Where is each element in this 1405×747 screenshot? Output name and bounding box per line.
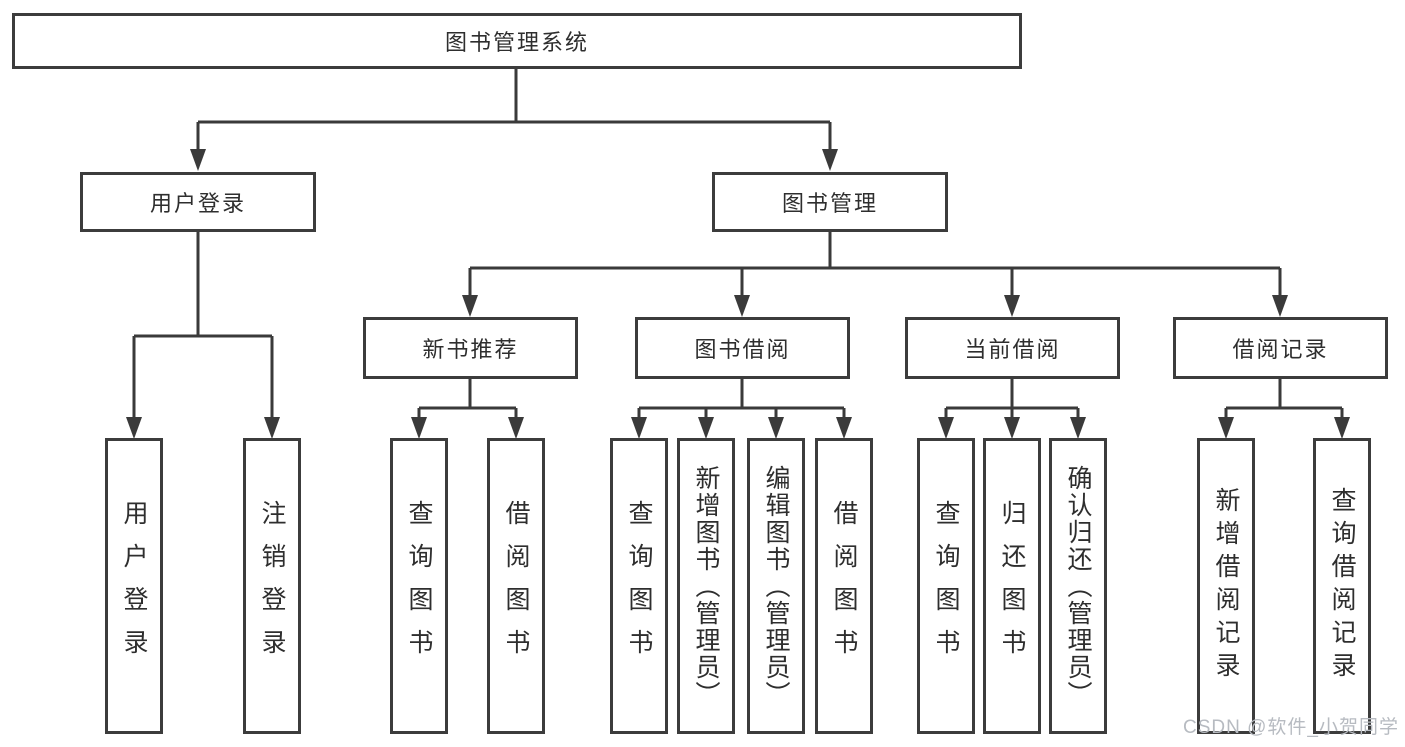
node-query-books-under-borrowing: 查询图书	[610, 438, 668, 734]
node-current-borrowing: 当前借阅	[905, 317, 1120, 379]
node-book-borrowing: 图书借阅	[635, 317, 850, 379]
edges-root	[196, 69, 832, 150]
node-book-management: 图书管理	[712, 172, 948, 232]
node-borrow-books-under-borrowing: 借阅图书	[815, 438, 873, 734]
edges-new-book-recommend	[417, 379, 518, 418]
node-add-books-admin: 新增图书（管理员）	[677, 438, 735, 734]
node-user-login: 用户登录	[80, 172, 316, 232]
edges-book-borrowing	[637, 379, 846, 418]
node-root: 图书管理系统	[12, 13, 1022, 69]
node-add-borrow-record: 新增借阅记录	[1197, 438, 1255, 734]
node-borrowing-records: 借阅记录	[1173, 317, 1388, 379]
node-query-books-under-recommend: 查询图书	[390, 438, 448, 734]
node-query-books-under-current: 查询图书	[917, 438, 975, 734]
node-user-login-action: 用户登录	[105, 438, 163, 734]
edges-borrowing-records	[1224, 379, 1344, 418]
watermark: CSDN @软件_小贺同学	[1183, 717, 1399, 738]
node-confirm-return-admin: 确认归还（管理员）	[1049, 438, 1107, 734]
node-new-book-recommend: 新书推荐	[363, 317, 578, 379]
node-logout-action: 注销登录	[243, 438, 301, 734]
edges-book-management	[468, 232, 1282, 296]
node-query-borrow-record: 查询借阅记录	[1313, 438, 1371, 734]
node-return-books: 归还图书	[983, 438, 1041, 734]
node-edit-books-admin: 编辑图书（管理员）	[747, 438, 805, 734]
edges-current-borrowing	[944, 379, 1080, 418]
edges-user-login	[132, 232, 274, 418]
node-borrow-books-under-recommend: 借阅图书	[487, 438, 545, 734]
